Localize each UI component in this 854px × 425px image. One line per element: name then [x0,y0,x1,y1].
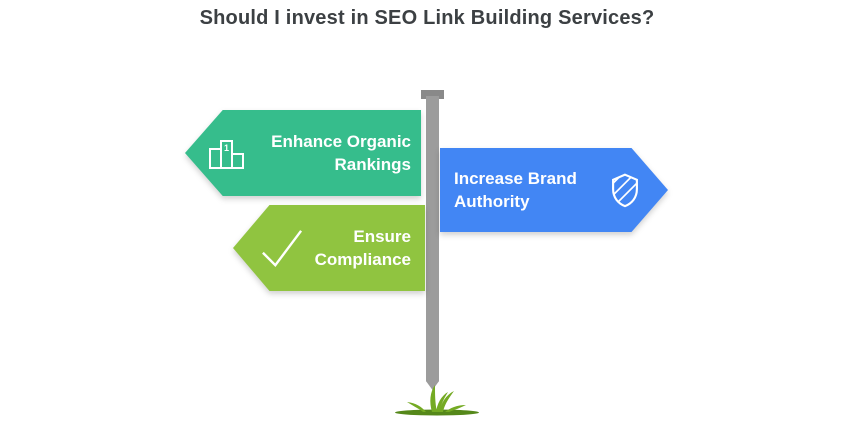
sign-increase-brand-authority-body: Increase Brand Authority [440,148,668,232]
sign-label: Increase Brand Authority [454,169,577,211]
sign-label: Ensure Compliance [314,227,411,269]
sign-ensure-compliance-body: Ensure Compliance [233,205,425,291]
page-title: Should I invest in SEO Link Building Ser… [199,7,655,29]
check-icon [259,227,305,269]
sign-label: Enhance Organic Rankings [271,132,411,174]
sign-enhance-organic-rankings-body: 1 Enhance Organic Rankings [185,110,421,196]
grass-tuft [392,382,482,416]
signpost-pole [426,96,439,390]
sign-ensure-compliance: Ensure Compliance [233,205,425,291]
signpost-cap [421,90,444,99]
sign-increase-brand-authority: Increase Brand Authority [440,148,668,232]
podium-icon: 1 [207,136,247,170]
svg-text:1: 1 [224,143,229,153]
shield-icon [608,171,642,209]
sign-enhance-organic-rankings: 1 Enhance Organic Rankings [185,110,421,196]
